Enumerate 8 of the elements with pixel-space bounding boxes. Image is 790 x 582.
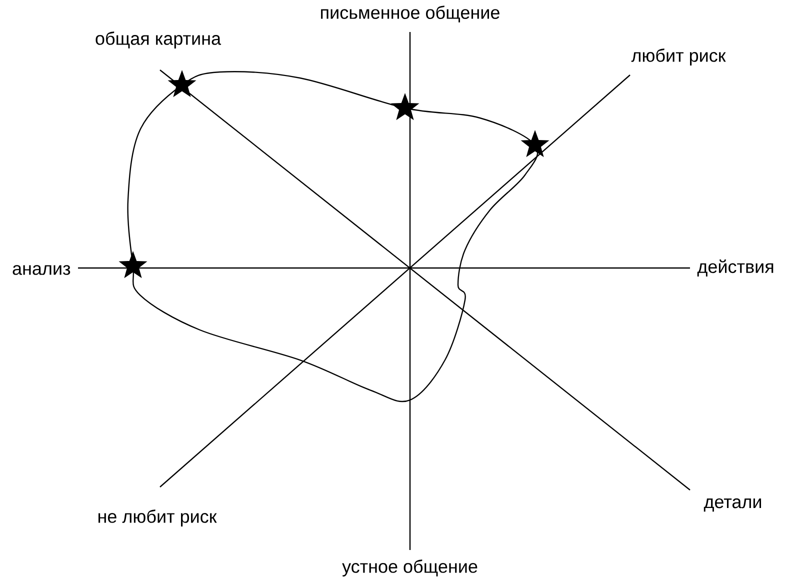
axis-label: общая картина [96,32,222,48]
axis-label: устное общение [342,560,478,576]
axis-label: анализ [12,265,70,275]
axis-label: детали [704,498,762,512]
axis-label: не любит риск [98,510,217,526]
axis-label: любит риск [631,48,726,66]
axis-label: письменное общение [321,6,500,22]
axis-label: действия [697,260,774,276]
